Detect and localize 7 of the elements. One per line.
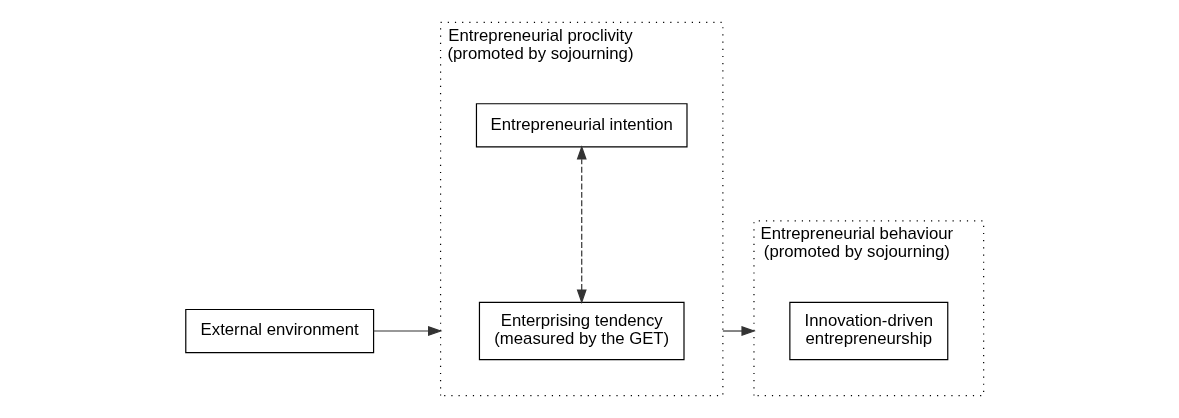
node-box: Enterprising tendency (measured by the GET) [478,301,685,361]
arrow [373,326,443,337]
node-box: Entrepreneurial intention [475,103,688,148]
node-box: External environment [185,308,375,354]
arrow [576,145,587,304]
node-box: Innovation-driven entrepreneurship [789,301,949,361]
arrow [722,326,756,337]
